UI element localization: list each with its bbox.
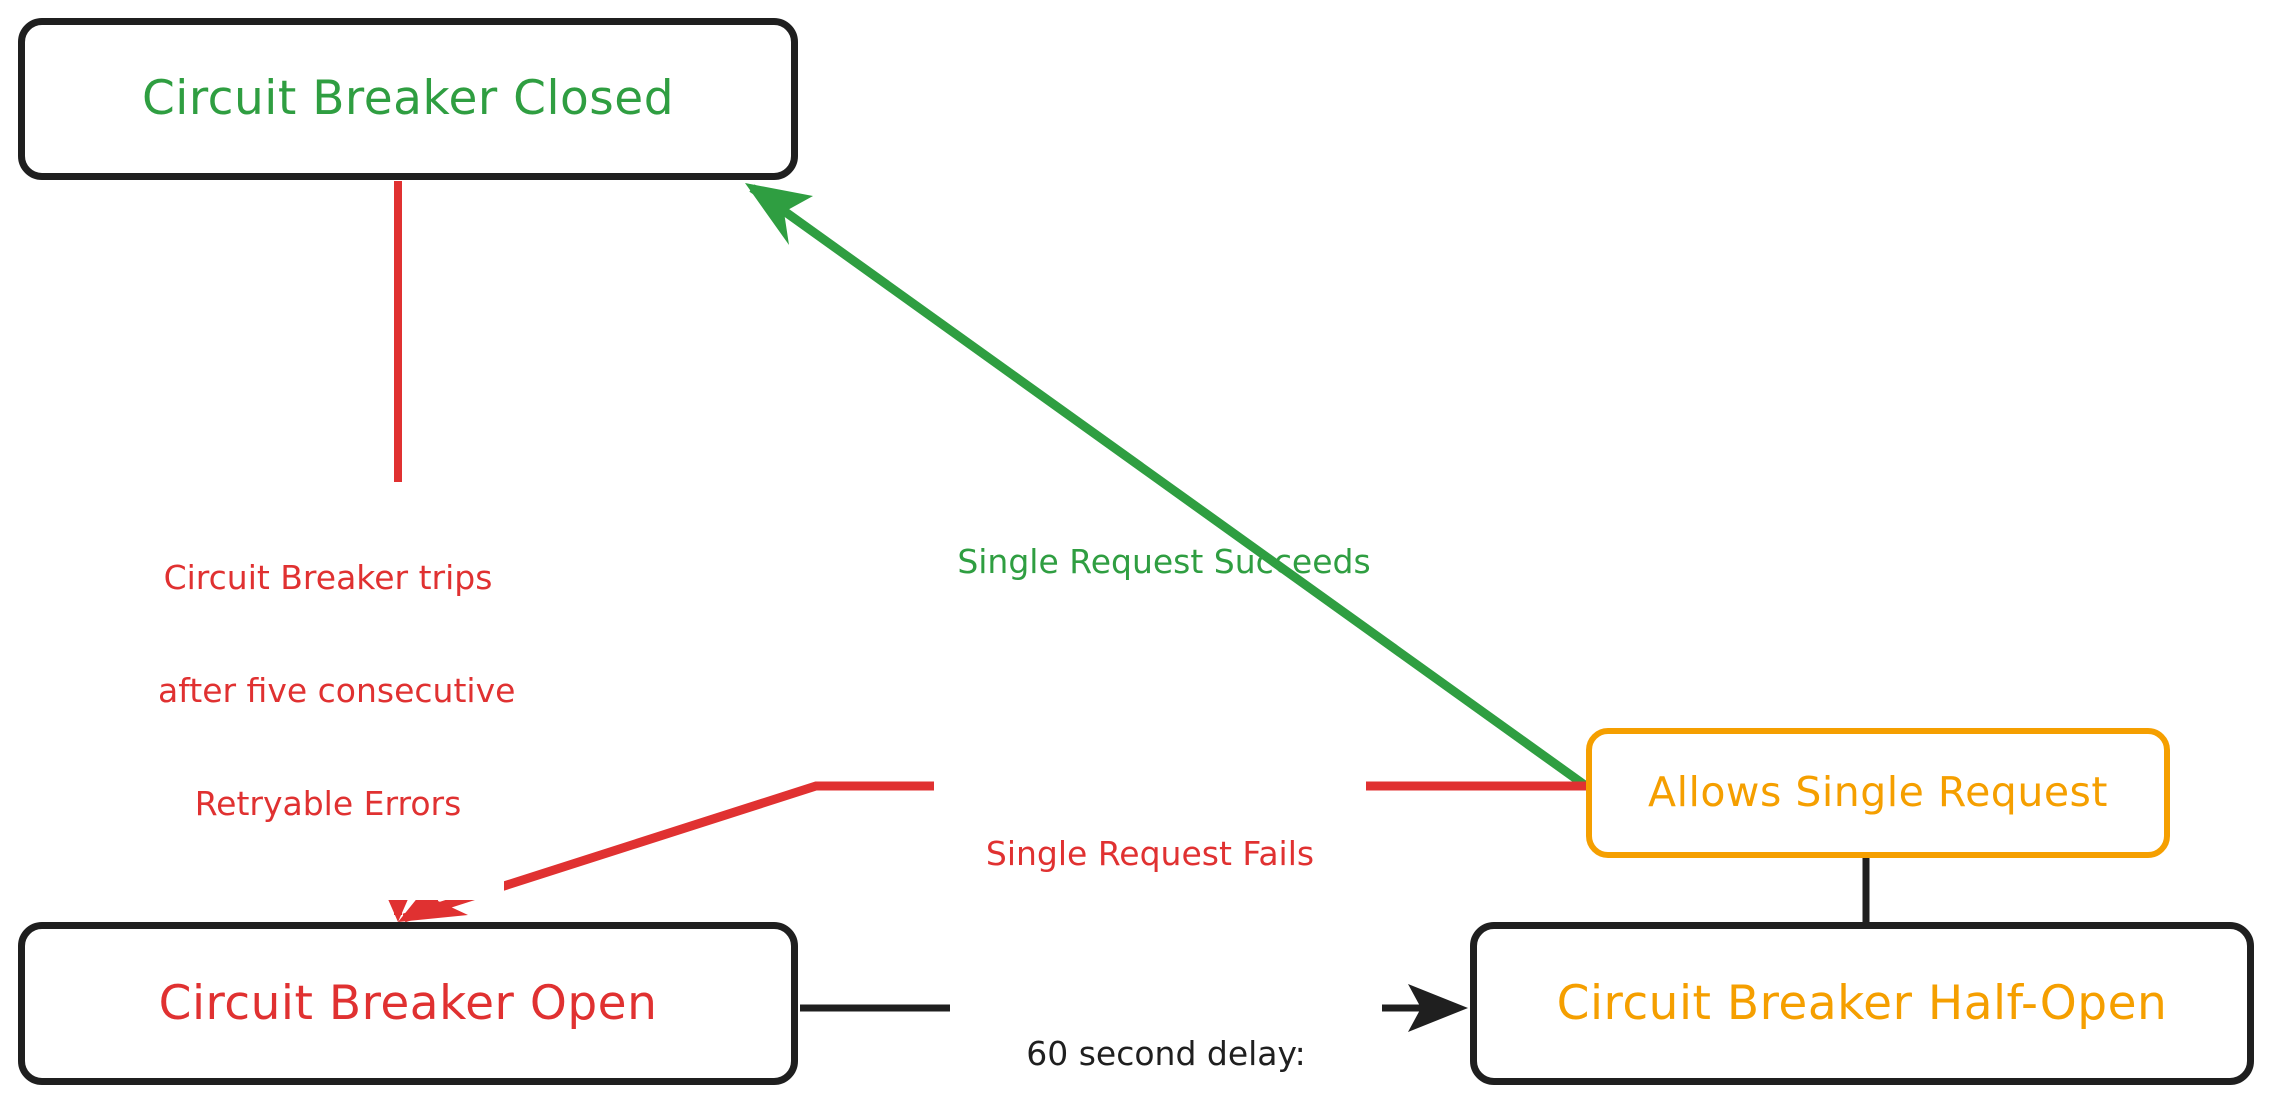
node-half-open-label: Circuit Breaker Half-Open <box>1556 975 2168 1031</box>
edge-label-succeeds-text: Single Request Succeeds <box>957 542 1371 582</box>
edge-label-circuit-breaker-trips: Circuit Breaker trips after five consecu… <box>152 482 516 900</box>
edge-label-single-request-succeeds: Single Request Succeeds <box>908 466 1420 658</box>
node-circuit-breaker-open[interactable]: Circuit Breaker Open <box>18 922 798 1085</box>
edge-label-delay-line-1: 60 second delay: <box>1026 1034 1306 1074</box>
edge-label-fails-text: Single Request Fails <box>985 834 1315 874</box>
edge-label-single-request-fails: Single Request Fails <box>934 758 1366 951</box>
node-closed-label: Circuit Breaker Closed <box>141 71 675 127</box>
node-allows-label: Allows Single Request <box>1648 768 2108 817</box>
node-allows-single-request[interactable]: Allows Single Request <box>1586 728 2170 858</box>
node-circuit-breaker-closed[interactable]: Circuit Breaker Closed <box>18 18 798 180</box>
edge-label-60-second-delay: 60 second delay: No requests allowed <box>950 958 1382 1107</box>
node-open-label: Circuit Breaker Open <box>158 975 658 1031</box>
edge-label-trips-line-2: after five consecutive <box>158 671 516 711</box>
node-circuit-breaker-half-open[interactable]: Circuit Breaker Half-Open <box>1470 922 2254 1085</box>
edge-label-trips-line-3: Retryable Errors <box>194 783 462 823</box>
edge-label-trips-line-1: Circuit Breaker trips <box>163 558 493 598</box>
